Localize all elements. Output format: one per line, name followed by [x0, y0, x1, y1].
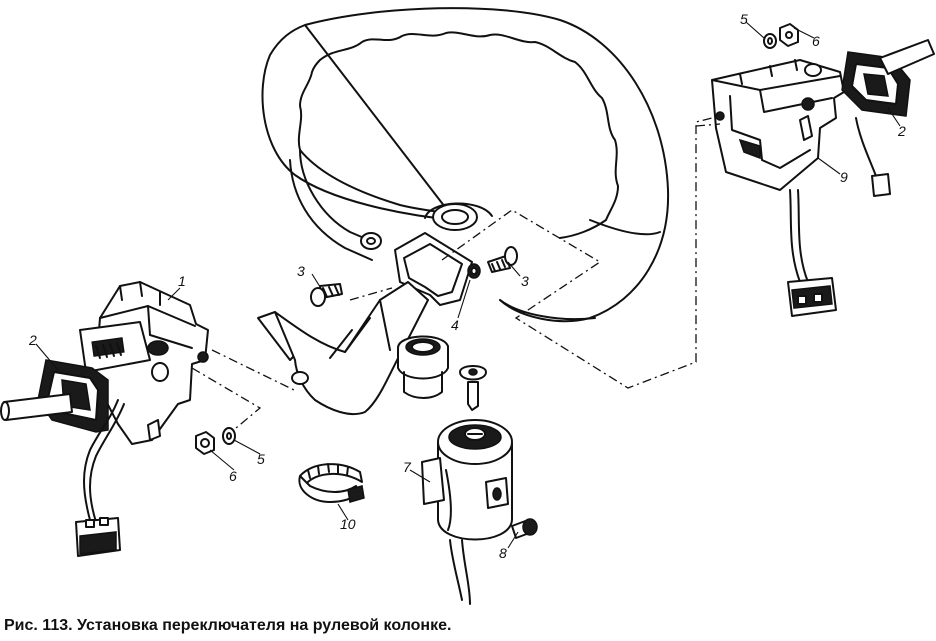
- label-part-9: 9: [840, 169, 848, 185]
- clamp-10: [298, 463, 365, 503]
- washer-5-left: [222, 427, 236, 445]
- label-part-7: 7: [403, 459, 412, 475]
- label-part-2-left: 2: [28, 332, 37, 348]
- screw-3-right: [487, 246, 518, 273]
- washer-5-right: [763, 33, 777, 49]
- label-part-6-right: 6: [812, 33, 820, 49]
- screw-3-left: [310, 283, 343, 307]
- nut-6-left: [195, 431, 215, 455]
- lever-left: [0, 393, 73, 421]
- nut-6-right: [779, 23, 799, 47]
- label-part-3-left: 3: [297, 263, 305, 279]
- label-part-4: 4: [451, 317, 459, 333]
- key: [459, 365, 487, 411]
- lever-right: [879, 39, 935, 75]
- ignition-switch-7: [421, 419, 513, 605]
- label-part-1: 1: [178, 273, 186, 289]
- steering-column-bracket: [257, 232, 473, 416]
- assembly-axis-lines: [191, 117, 721, 429]
- label-part-8: 8: [499, 545, 507, 561]
- label-part-5-right: 5: [740, 11, 748, 27]
- steering-wheel: [261, 7, 670, 323]
- label-part-5-left: 5: [257, 451, 265, 467]
- label-part-6-left: 6: [229, 468, 237, 484]
- leader-lines: [35, 21, 901, 549]
- label-part-2-right: 2: [897, 123, 906, 139]
- label-part-3-right: 3: [521, 273, 529, 289]
- switch-assembly-1: [79, 281, 209, 445]
- connector-right: [787, 117, 891, 317]
- label-part-10: 10: [340, 516, 356, 532]
- switch-assembly-9: [711, 59, 845, 191]
- figure-caption: Рис. 113. Установка переключателя на рул…: [4, 617, 452, 634]
- connector-left: [75, 399, 125, 557]
- washer-4: [467, 263, 481, 279]
